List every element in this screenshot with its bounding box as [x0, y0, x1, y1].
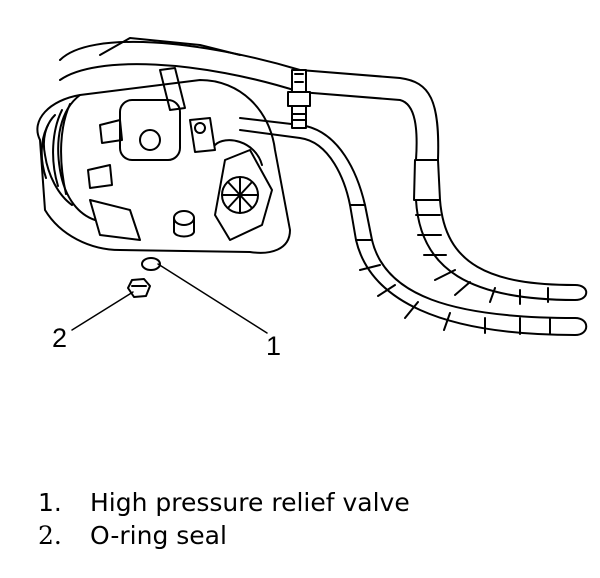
leader-line-2 [71, 291, 134, 331]
legend-item-label: High pressure relief valve [90, 488, 410, 517]
relief-valve-icon [127, 278, 151, 298]
relief-valve-port-icon [173, 210, 195, 238]
o-ring-icon [141, 257, 161, 271]
legend-item-label: O-ring seal [90, 521, 227, 550]
leader-line-1 [157, 263, 268, 334]
callout-number-1: 1 [266, 331, 281, 361]
compressor-diagram: 1 2 [36, 37, 588, 361]
callout-number-2: 2 [52, 323, 67, 353]
legend-item-number: 2. [38, 521, 62, 550]
legend-item-number: 1. [38, 488, 62, 517]
hose-assembly [59, 37, 588, 336]
legend-item: 1. High pressure relief valve [38, 486, 410, 519]
legend-list: 1. High pressure relief valve 2. O-ring … [38, 486, 410, 552]
legend-item: 2. O-ring seal [38, 519, 410, 552]
compressor-body-icon [36, 67, 291, 254]
pressure-switch-icon [287, 69, 311, 129]
